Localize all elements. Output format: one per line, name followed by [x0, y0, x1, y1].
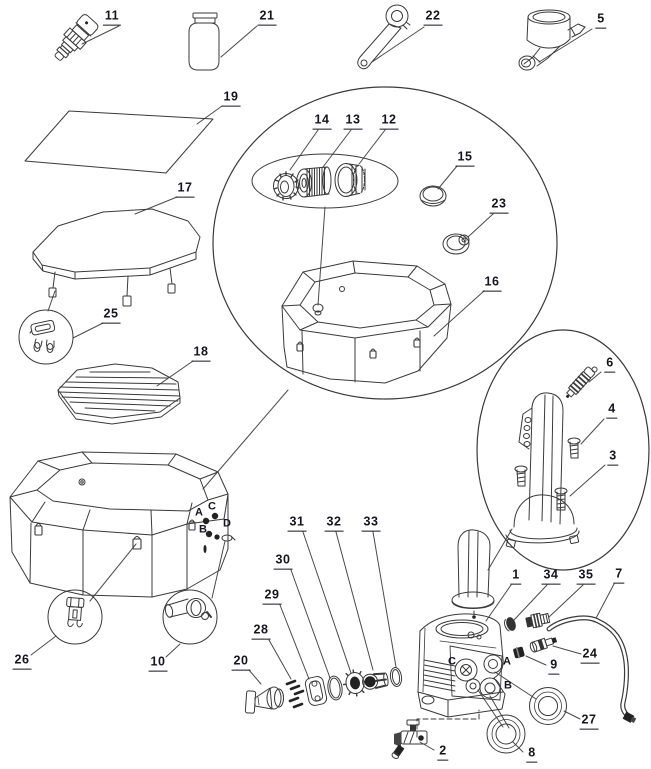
part-29-drawing [304, 676, 328, 706]
part-16-drawing [281, 260, 452, 384]
callout-5: 5 [595, 13, 607, 29]
pump-port-label-b: B [504, 679, 512, 692]
callout-1: 1 [510, 569, 522, 585]
tub-ports [202, 512, 220, 553]
callout-6: 6 [604, 357, 616, 373]
drain-detail-circle [162, 589, 218, 645]
part-5-drawing [518, 9, 586, 71]
pump-port-label-c: C [448, 655, 456, 668]
callout-25: 25 [101, 308, 121, 324]
part-35-drawing [525, 612, 551, 629]
callout-24: 24 [580, 648, 600, 664]
tub-port-label-c: C [208, 500, 216, 513]
part-2-drawing [391, 719, 428, 760]
part-21-drawing [188, 12, 220, 71]
part-17-drawing [32, 208, 201, 307]
callout-15: 15 [455, 151, 475, 167]
part-9-drawing [513, 646, 525, 659]
pump-port-label-a: A [503, 655, 511, 668]
part-27-drawing [529, 687, 567, 725]
callout-17: 17 [175, 182, 195, 198]
part-10-drawing [164, 598, 212, 620]
callout-33: 33 [361, 516, 381, 532]
tub-port-d-valve [221, 534, 236, 542]
callout-13: 13 [343, 114, 363, 130]
part-30-drawing [327, 675, 343, 701]
part-15-drawing [419, 185, 447, 207]
spa-tub-drawing [9, 451, 236, 598]
callout-32: 32 [324, 516, 344, 532]
spare-screw-drawing [514, 465, 528, 487]
callout-3: 3 [607, 450, 619, 466]
callout-35: 35 [576, 569, 596, 585]
callout-21: 21 [257, 10, 277, 26]
part-24-drawing [529, 637, 558, 653]
part-4-drawing [567, 437, 581, 459]
jet-tower-detail-drawing [505, 366, 598, 549]
part-22-drawing [357, 4, 411, 70]
callout-29: 29 [262, 589, 282, 605]
part-33-drawing [389, 667, 403, 687]
callout-31: 31 [287, 516, 307, 532]
part-6-drawing [566, 366, 598, 398]
callout-27: 27 [579, 714, 599, 730]
callout-30: 30 [273, 554, 293, 570]
callout-10: 10 [148, 656, 168, 672]
part-28-screws-drawing [285, 679, 305, 709]
leader-lines [30, 25, 615, 753]
part-12-drawing [334, 163, 366, 197]
callout-18: 18 [191, 346, 211, 362]
part-20-drawing [244, 686, 284, 714]
part-32-drawing [362, 672, 389, 690]
part-3-drawing [554, 487, 568, 511]
part-7-hose-drawing [546, 615, 637, 723]
callout-26: 26 [12, 654, 32, 670]
part-31-drawing [342, 669, 368, 697]
filter-detail-balloon [212, 86, 558, 400]
callout-7: 7 [613, 568, 625, 584]
part-8-drawing [486, 714, 526, 754]
callout-8: 8 [526, 747, 538, 763]
callout-34: 34 [541, 569, 561, 585]
callout-20: 20 [231, 655, 251, 671]
callout-28: 28 [251, 624, 271, 640]
part-25-drawing [29, 319, 56, 353]
part-1-pump-drawing [416, 613, 506, 738]
part-13-drawing [296, 166, 332, 198]
callout-12: 12 [379, 114, 399, 130]
callout-4: 4 [606, 403, 618, 419]
part-26-drawing [66, 597, 85, 628]
buckle-detail-circle [18, 309, 74, 365]
callout-16: 16 [482, 276, 502, 292]
callout-11: 11 [102, 10, 122, 26]
part-18-drawing [57, 363, 181, 425]
tub-port-label-a: A [195, 506, 203, 519]
callout-23: 23 [489, 198, 509, 214]
callout-14: 14 [312, 114, 332, 130]
callout-9: 9 [548, 659, 560, 675]
clip-detail-circle [47, 589, 103, 645]
tub-port-label-d: D [223, 517, 231, 530]
part-14-drawing [273, 171, 300, 201]
part-34-drawing [504, 617, 516, 632]
part-19-drawing [24, 110, 214, 174]
callout-19: 19 [221, 91, 241, 107]
part-23-drawing [442, 233, 470, 255]
callout-2: 2 [437, 745, 449, 761]
callout-22: 22 [423, 10, 443, 26]
jet-tower-drawing [451, 529, 495, 619]
tub-port-label-b: B [199, 523, 207, 536]
part-11-drawing [54, 14, 99, 61]
tower-detail-balloon [476, 329, 650, 571]
pump-ports [454, 654, 503, 699]
